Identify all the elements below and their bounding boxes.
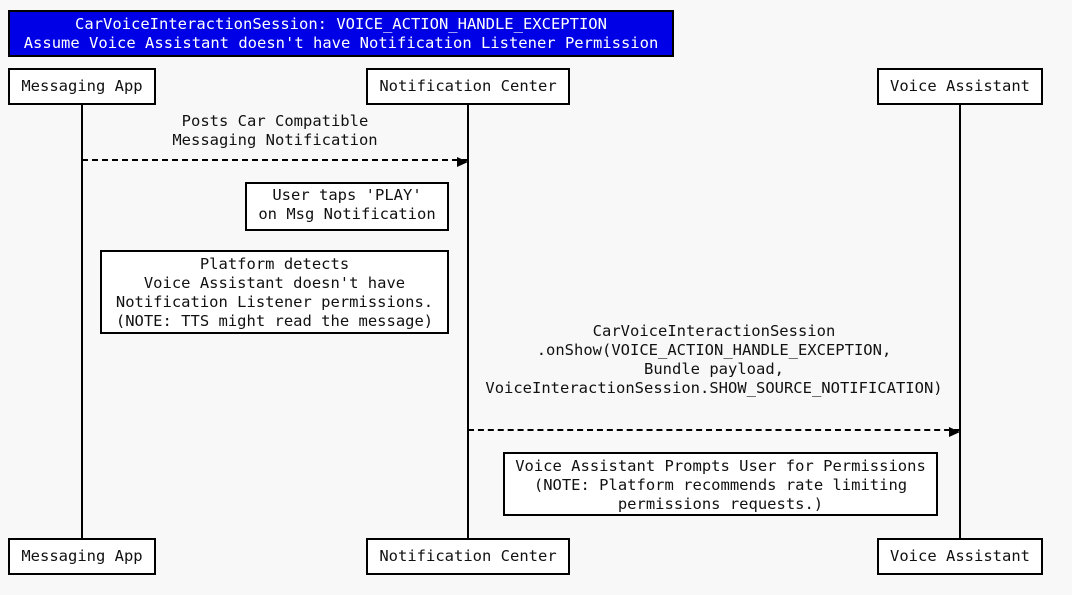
participant-messaging-app-top: Messaging App — [8, 68, 156, 105]
lifeline-messaging-app — [81, 104, 83, 538]
arrowhead-right-icon — [949, 427, 960, 437]
participant-label: Notification Center — [379, 77, 557, 95]
note-line: on Msg Notification — [258, 205, 436, 223]
message-1-line-2: Messaging Notification — [172, 131, 378, 149]
diagram-title-banner: CarVoiceInteractionSession: VOICE_ACTION… — [8, 10, 674, 57]
participant-notification-center-bottom: Notification Center — [366, 538, 570, 575]
participant-label: Voice Assistant — [890, 547, 1030, 565]
participant-label: Voice Assistant — [890, 77, 1030, 95]
diagram-title-line-2: Assume Voice Assistant doesn't have Noti… — [23, 34, 659, 52]
message-1-line-1: Posts Car Compatible — [181, 112, 369, 130]
participant-voice-assistant-top: Voice Assistant — [877, 68, 1043, 105]
note-platform-detects: Platform detects Voice Assistant doesn't… — [100, 250, 449, 334]
participant-notification-center-top: Notification Center — [366, 68, 570, 105]
diagram-title-line-1: CarVoiceInteractionSession: VOICE_ACTION… — [75, 15, 607, 33]
lifeline-notification-center — [467, 104, 469, 538]
participant-label: Messaging App — [21, 77, 143, 95]
participant-label: Notification Center — [379, 547, 557, 565]
message-2-line-3: Bundle payload, — [644, 360, 784, 378]
lifeline-voice-assistant — [959, 104, 961, 538]
message-2-line-4: VoiceInteractionSession.SHOW_SOURCE_NOTI… — [485, 379, 943, 397]
note-line: Platform detects — [199, 255, 350, 273]
message-2-line-1: CarVoiceInteractionSession — [592, 322, 836, 340]
note-line: Notification Listener permissions. — [115, 293, 434, 311]
participant-voice-assistant-bottom: Voice Assistant — [877, 538, 1043, 575]
message-2-label: CarVoiceInteractionSession .onShow(VOICE… — [468, 322, 960, 398]
arrowhead-right-icon — [457, 157, 468, 167]
participant-messaging-app-bottom: Messaging App — [8, 538, 156, 575]
message-1-label: Posts Car Compatible Messaging Notificat… — [82, 112, 468, 150]
note-line: (NOTE: Platform recommends rate limiting — [533, 476, 908, 494]
note-line: Voice Assistant Prompts User for Permiss… — [515, 457, 926, 475]
note-line: User taps 'PLAY' — [272, 186, 422, 204]
note-line: permissions requests.) — [617, 495, 824, 513]
note-voice-assistant-prompts: Voice Assistant Prompts User for Permiss… — [503, 452, 938, 516]
message-2-dashed-arrow — [468, 427, 960, 437]
message-1-dashed-arrow — [82, 157, 468, 167]
message-2-line-2: .onShow(VOICE_ACTION_HANDLE_EXCEPTION, — [536, 341, 892, 359]
note-user-taps-play: User taps 'PLAY' on Msg Notification — [245, 182, 449, 231]
participant-label: Messaging App — [21, 547, 143, 565]
note-line: (NOTE: TTS might read the message) — [115, 312, 434, 330]
note-line: Voice Assistant doesn't have — [143, 274, 406, 292]
